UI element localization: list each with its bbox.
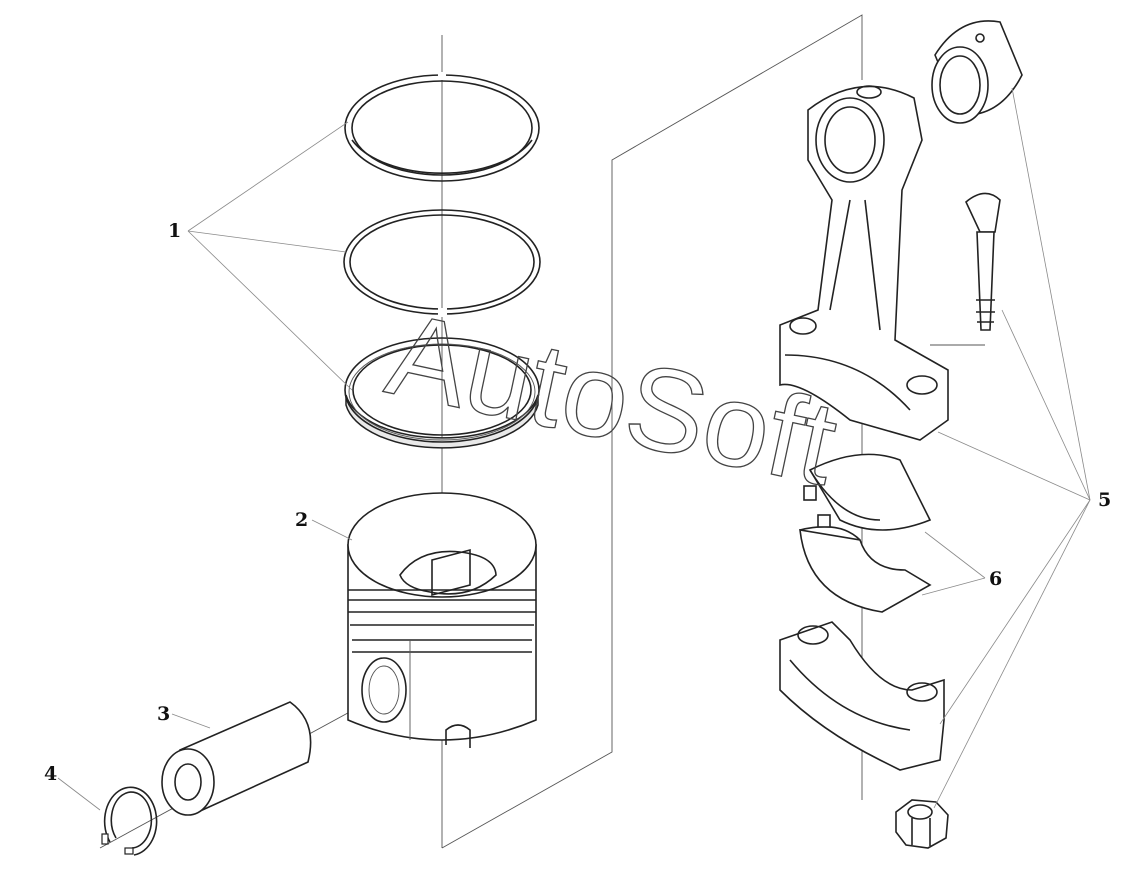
callout-2: 2 xyxy=(295,509,308,531)
bearing-shell-upper xyxy=(803,453,932,531)
callout-3: 3 xyxy=(157,703,170,725)
piston-ring-top xyxy=(344,72,540,182)
callout-6: 6 xyxy=(989,568,1002,590)
rod-bolt xyxy=(965,192,1001,331)
callout-1: 1 xyxy=(168,220,181,242)
rod-nut xyxy=(895,799,949,849)
callout-4: 4 xyxy=(44,763,57,785)
small-end-bushing xyxy=(931,20,1023,124)
connecting-rod-cap xyxy=(779,621,945,771)
bearing-shell-lower xyxy=(799,514,932,613)
piston-ring-middle xyxy=(343,209,541,317)
piston xyxy=(347,492,537,748)
piston-ring-oil xyxy=(344,337,540,449)
piston-pin xyxy=(161,701,312,816)
connecting-rod xyxy=(779,85,949,441)
leader-lines xyxy=(57,87,1091,811)
callout-5: 5 xyxy=(1098,489,1111,511)
circlip xyxy=(101,786,158,856)
